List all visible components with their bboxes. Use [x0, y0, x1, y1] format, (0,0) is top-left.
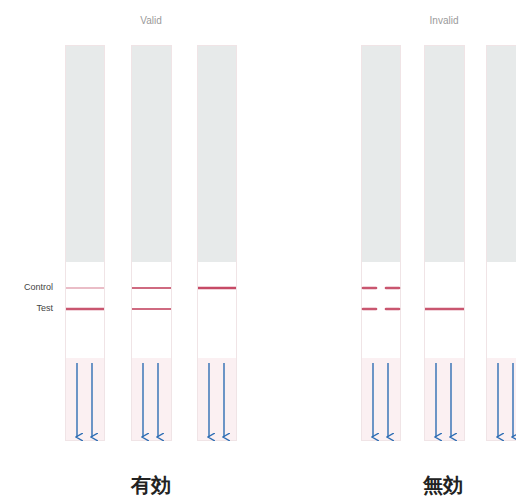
flow-arrow	[497, 363, 498, 437]
broken-band	[363, 308, 376, 311]
strip-outline	[487, 46, 516, 441]
flow-arrow	[435, 363, 436, 437]
strip-outline	[425, 46, 465, 441]
test-strip	[197, 45, 237, 441]
result-band	[425, 308, 464, 310]
strip-pad	[197, 45, 237, 262]
broken-band	[386, 308, 399, 311]
result-band	[132, 287, 171, 289]
strip-pad	[424, 45, 465, 262]
sample-pad	[197, 358, 237, 441]
flow-arrow	[91, 363, 92, 437]
broken-band	[363, 287, 376, 290]
strip-pad	[361, 45, 401, 262]
test-strip	[65, 45, 105, 441]
result-caption: 有効	[131, 475, 171, 495]
test-strip	[424, 45, 465, 441]
strip-outline	[198, 46, 237, 441]
flow-arrow	[450, 363, 451, 437]
strip-window	[131, 262, 172, 358]
flow-arrow	[157, 363, 158, 437]
group-heading: Valid	[140, 16, 162, 26]
flow-arrow	[208, 363, 209, 437]
line-label: Control	[24, 283, 53, 292]
result-band	[66, 308, 104, 310]
flow-arrow	[372, 363, 373, 437]
strip-window	[486, 262, 516, 358]
strip-pad	[65, 45, 105, 262]
broken-band	[386, 287, 399, 290]
sample-pad	[424, 358, 465, 441]
flow-arrow	[142, 363, 143, 437]
sample-pad	[361, 358, 401, 441]
strip-outline	[362, 46, 401, 441]
result-band	[66, 287, 104, 289]
strip-window	[424, 262, 465, 358]
strip-outline	[132, 46, 172, 441]
test-strip	[131, 45, 172, 441]
flow-arrow	[223, 363, 224, 437]
strip-pad	[131, 45, 172, 262]
sample-pad	[486, 358, 516, 441]
flow-arrow	[76, 363, 77, 437]
strip-pad	[486, 45, 516, 262]
strip-window	[197, 262, 237, 358]
flow-arrow	[512, 363, 513, 437]
flow-arrow	[387, 363, 388, 437]
strip-window	[361, 262, 401, 358]
sample-pad	[65, 358, 105, 441]
test-strip	[361, 45, 401, 441]
result-caption: 無効	[423, 475, 463, 495]
test-strip	[486, 45, 516, 441]
result-band	[132, 308, 171, 310]
strip-window	[65, 262, 105, 358]
strip-outline	[66, 46, 105, 441]
line-label: Test	[36, 304, 53, 313]
sample-pad	[131, 358, 172, 441]
group-heading: Invalid	[430, 16, 459, 26]
result-band	[198, 287, 236, 290]
